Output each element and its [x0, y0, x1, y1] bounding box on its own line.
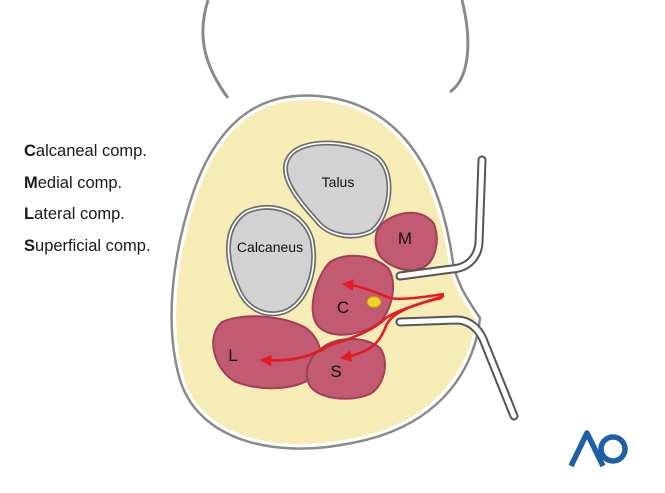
talus-label: Talus — [322, 174, 355, 190]
legend-initial: C — [24, 142, 36, 160]
arrow-to-superficial — [339, 296, 443, 362]
superficial-compartment — [305, 338, 386, 400]
calcaneus-bone — [226, 204, 317, 317]
medial-compartment — [374, 211, 438, 272]
calcaneus-label: Calcaneus — [237, 239, 303, 255]
superficial-compartment-label: S — [330, 362, 341, 381]
legend-text: alcaneal comp. — [35, 142, 147, 160]
legend-initial: L — [24, 205, 35, 223]
legend-item-lateral: Lateral comp. — [24, 199, 151, 231]
legend-item-calcaneal: Calcaneal comp. — [24, 136, 151, 168]
ao-logo — [568, 430, 628, 468]
legend-initial: M — [24, 173, 38, 192]
medial-compartment-label: M — [398, 229, 412, 248]
legend-item-medial: Medial comp. — [24, 168, 151, 200]
legend-text: ateral comp. — [34, 205, 125, 223]
talus-bone-rim — [284, 142, 390, 237]
calcaneus-bone-rim — [227, 206, 315, 315]
retractor-lower-inner — [397, 317, 517, 419]
retractor-upper-inner — [397, 157, 485, 279]
compartment-legend: Calcaneal comp. Medial comp. Lateral com… — [24, 136, 151, 262]
foot-outline — [170, 94, 482, 450]
calcaneal-compartment-label: C — [337, 298, 349, 317]
legend-item-superficial: Superficial comp. — [24, 231, 151, 263]
leg-outline-right — [449, 0, 470, 94]
leg-outline-left — [201, 0, 230, 99]
neurovascular-bundle — [366, 295, 382, 309]
legend-text: uperficial comp. — [35, 236, 151, 255]
legend-initial: S — [24, 236, 36, 255]
legend-text: edial comp. — [37, 173, 123, 192]
arrow-to-calcaneal — [341, 279, 445, 301]
lateral-compartment-label: L — [228, 346, 237, 365]
